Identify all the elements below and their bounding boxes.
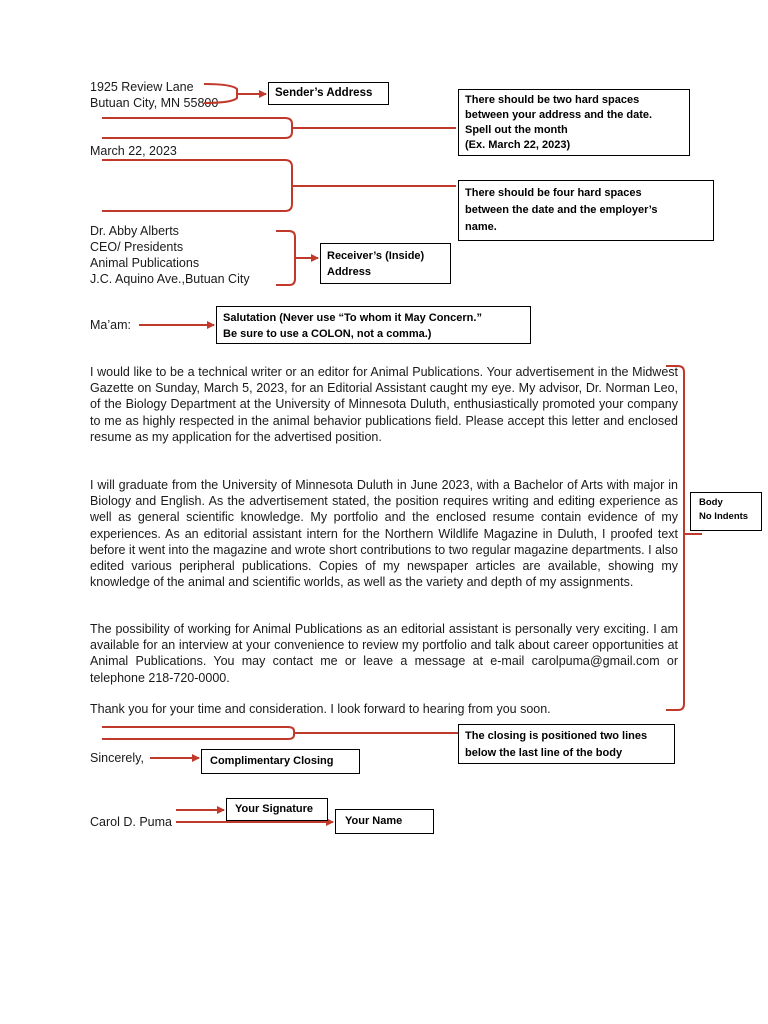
annotation-four-spaces: There should be four hard spaces between…: [458, 180, 714, 241]
signer-name: Carol D. Puma: [90, 815, 172, 829]
annotation-closing-position: The closing is positioned two lines belo…: [458, 724, 675, 764]
receiver-address-bracket: [276, 230, 296, 286]
annotation-salutation: Salutation (Never use “To whom it May Co…: [216, 306, 531, 344]
annotation-your-signature: Your Signature: [226, 798, 328, 821]
annotation-two-spaces: There should be two hard spaces between …: [458, 89, 690, 156]
annotation-body: Body No Indents: [690, 492, 762, 531]
two-spaces-bracket: [102, 117, 293, 139]
letter-date: March 22, 2023: [90, 144, 177, 158]
closing-position-bracket: [102, 726, 295, 740]
receiver-name: Dr. Abby Alberts: [90, 224, 179, 238]
annotation-senders-address: Sender’s Address: [268, 82, 389, 105]
sender-address-line-2: Butuan City, MN 55800: [90, 96, 219, 110]
body-bracket: [666, 365, 685, 711]
annotation-your-name: Your Name: [335, 809, 434, 834]
sender-address-bracket: [203, 83, 238, 104]
body-paragraph-3: The possibility of working for Animal Pu…: [90, 622, 678, 685]
receiver-street: J.C. Aquino Ave.,Butuan City: [90, 272, 250, 286]
body-paragraph-1: I would like to be a technical writer or…: [90, 365, 678, 444]
annotation-receivers-address: Receiver’s (Inside) Address: [320, 243, 451, 284]
receiver-title: CEO/ Presidents: [90, 240, 184, 254]
complimentary-closing: Sincerely,: [90, 751, 144, 765]
receiver-company: Animal Publications: [90, 256, 200, 270]
sender-address-line-1: 1925 Review Lane: [90, 80, 194, 94]
body-paragraph-4: Thank you for your time and consideratio…: [90, 702, 551, 716]
body-paragraph-2: I will graduate from the University of M…: [90, 478, 678, 590]
annotation-complimentary-closing: Complimentary Closing: [201, 749, 360, 774]
four-spaces-bracket: [102, 159, 293, 212]
salutation: Ma’am:: [90, 318, 131, 332]
